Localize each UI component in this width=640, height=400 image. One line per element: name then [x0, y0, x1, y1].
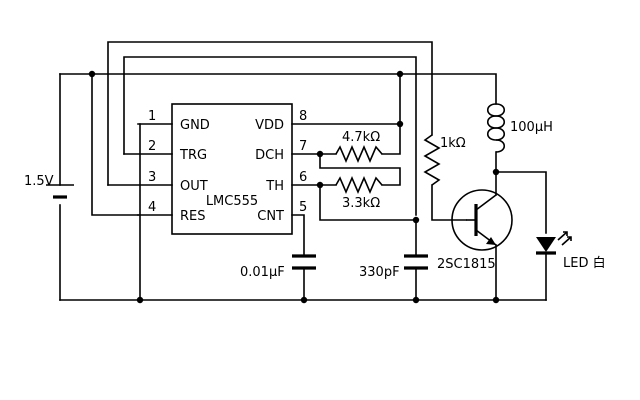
- transistor-label: 2SC1815: [437, 257, 496, 272]
- pin4-number: 4: [148, 200, 156, 215]
- pin7-number: 7: [299, 139, 307, 154]
- capacitor-cnt-label: 0.01μF: [240, 265, 285, 280]
- resistor-4k7-label: 4.7kΩ: [342, 130, 380, 145]
- pin3-number: 3: [148, 170, 156, 185]
- transistor-symbol: [451, 189, 513, 251]
- resistor-1k: [423, 134, 441, 186]
- pin3-label: OUT: [180, 179, 208, 194]
- pin2-label: TRG: [179, 148, 207, 163]
- capacitor-cnt: [292, 254, 316, 270]
- pin1-label: GND: [180, 118, 210, 133]
- inductor-label: 100μH: [510, 120, 553, 135]
- pin2-number: 2: [148, 139, 156, 154]
- pin5-label: CNT: [257, 209, 284, 224]
- battery-label: 1.5V: [24, 174, 54, 189]
- pin6-label: TH: [265, 179, 284, 194]
- pin8-label: VDD: [255, 118, 284, 133]
- led-symbol: [536, 231, 572, 255]
- ic-name: LMC555: [206, 194, 258, 209]
- pin5-number: 5: [299, 200, 307, 215]
- resistor-3k3-label: 3.3kΩ: [342, 196, 380, 211]
- led-label: LED 白: [563, 255, 606, 271]
- capacitor-timing: [404, 254, 428, 270]
- pin7-label: DCH: [255, 148, 284, 163]
- pin1-number: 1: [148, 109, 156, 124]
- resistor-1k-label: 1kΩ: [440, 136, 466, 151]
- resistor-3k3: [335, 175, 383, 195]
- inductor-symbol: [486, 103, 506, 153]
- pin6-number: 6: [299, 170, 307, 185]
- junction-dots: [88, 70, 500, 304]
- pin4-label: RES: [180, 209, 206, 224]
- ic-body: [171, 103, 293, 235]
- pin8-number: 8: [299, 109, 307, 124]
- resistor-4k7: [335, 144, 383, 164]
- capacitor-timing-label: 330pF: [359, 265, 400, 280]
- battery-symbol: [46, 184, 74, 199]
